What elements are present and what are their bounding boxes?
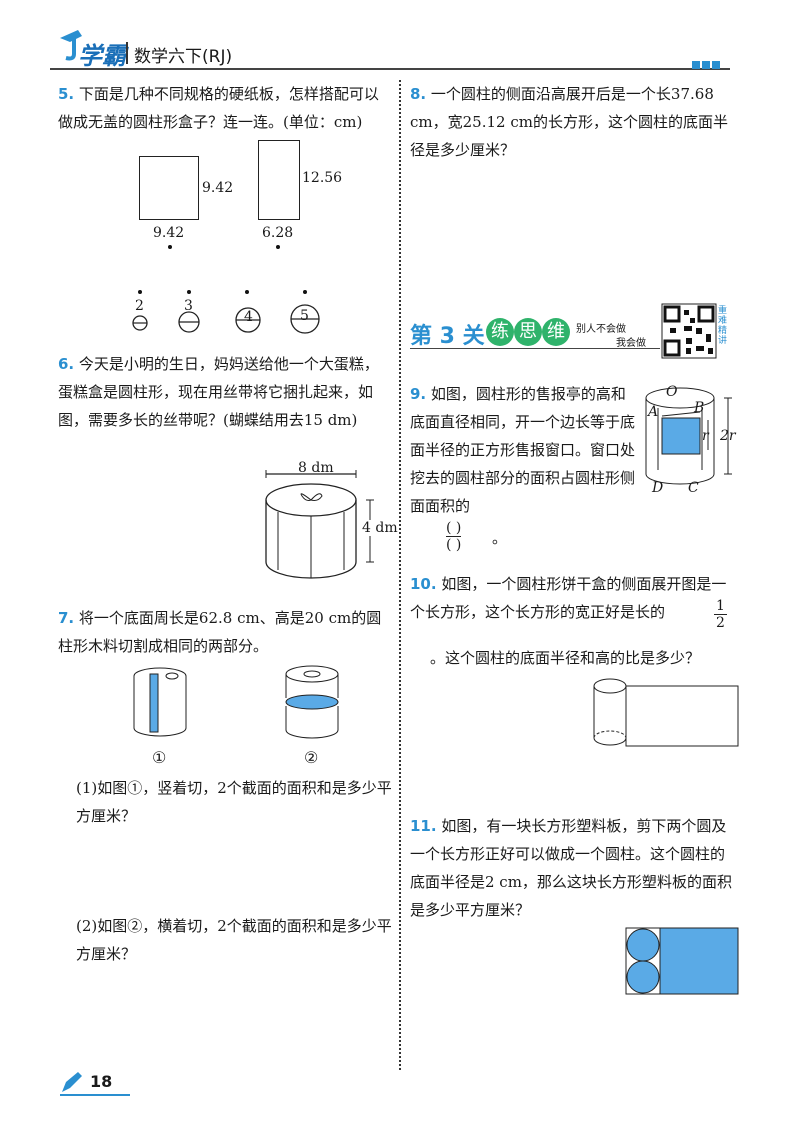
- news-kiosk-figure: [645, 387, 732, 485]
- question-11: 11. 如图，有一块长方形塑料板，剪下两个圆及一个长方形正好可以做成一个圆柱。这…: [410, 812, 732, 924]
- q7-sub1: (1)如图①，竖着切，2个截面的面积和是多少平方厘米？: [76, 779, 392, 825]
- kiosk-label-h: 2r: [720, 428, 736, 444]
- q9-frac-bottom: ( ): [446, 537, 462, 553]
- header-squares: [692, 54, 720, 73]
- question-text: 如图，一个圆柱形饼干盒的侧面展开图是一个长方形，这个长方形的宽正好是长的: [410, 575, 727, 621]
- header-divider: [126, 42, 128, 64]
- circle-label-5: 5: [300, 308, 309, 324]
- q10-fraction: 1 2: [714, 598, 727, 631]
- column-divider: [399, 80, 401, 1070]
- question-9: 9. 如图，圆柱形的售报亭的高和底面直径相同，开一个边长等于底面半径的正方形售报…: [410, 380, 636, 520]
- q10-text2: 。这个圆柱的底面半径和高的比是多少？: [430, 649, 701, 667]
- biscuit-box-figure: [593, 678, 739, 747]
- section-badge-3: 维: [542, 318, 570, 346]
- cake-height-label: 4 dm: [362, 520, 398, 536]
- cake-box-figure: [265, 470, 374, 579]
- q9-end: 。: [492, 529, 508, 547]
- section-note-2: 我会做: [616, 338, 646, 349]
- q10-frac-den: 2: [716, 615, 725, 631]
- brand-name: 学霸: [78, 42, 126, 70]
- kiosk-label-d: D: [652, 480, 664, 496]
- q5-dots: [132, 245, 320, 334]
- section-badge-2: 思: [514, 318, 542, 346]
- section-title: 第 3 关: [410, 324, 485, 349]
- plastic-board-figure: [625, 927, 739, 995]
- kiosk-label-r: r: [702, 428, 709, 444]
- section-rule: [410, 348, 660, 349]
- header-subtitle: 数学六下(RJ): [134, 47, 233, 67]
- figure-2-label: ②: [304, 748, 319, 767]
- question-text: 一个圆柱的侧面沿高展开后是一个长37.68 cm，宽25.12 cm的长方形，这…: [410, 85, 728, 159]
- question-text: 将一个底面周长是62.8 cm、高是20 cm的圆柱形木料切割成相同的两部分。: [58, 609, 382, 655]
- circle-label-4: 4: [244, 309, 253, 325]
- section-note-1: 别人不会做: [576, 324, 626, 335]
- log-horizontal-cut-figure: [285, 665, 339, 739]
- question-7: 7. 将一个底面周长是62.8 cm、高是20 cm的圆柱形木料切割成相同的两部…: [58, 604, 392, 660]
- question-text: 如图，有一块长方形塑料板，剪下两个圆及一个长方形正好可以做成一个圆柱。这个圆柱的…: [410, 817, 732, 919]
- question-number: 10.: [410, 575, 437, 593]
- square-bottom-label: 9.42: [153, 225, 185, 241]
- question-number: 5.: [58, 85, 75, 103]
- q10-frac-num: 1: [714, 598, 727, 615]
- figure-1-label: ①: [152, 748, 167, 767]
- qr-code-icon: [661, 303, 717, 359]
- question-text: 下面是几种不同规格的硬纸板，怎样搭配可以做成无盖的圆柱形盒子？连一连。(单位：c…: [58, 85, 379, 131]
- question-number: 8.: [410, 85, 427, 103]
- header-rule: [50, 68, 730, 70]
- q7-sub2: (2)如图②，横着切，2个截面的面积和是多少平方厘米？: [76, 917, 392, 963]
- question-number: 11.: [410, 817, 437, 835]
- circle-label-2: 2: [135, 298, 144, 314]
- question-10: 10. 如图，一个圆柱形饼干盒的侧面展开图是一个长方形，这个长方形的宽正好是长的: [410, 570, 730, 626]
- rect-board: [258, 140, 300, 220]
- qr-label: 重难精讲: [718, 306, 728, 346]
- q9-answer-blank: ( ) ( ): [446, 520, 462, 553]
- square-board: [139, 156, 199, 220]
- cake-diameter-label: 8 dm: [298, 460, 334, 476]
- kiosk-label-o: O: [666, 384, 678, 400]
- kiosk-label-b: B: [694, 400, 705, 416]
- question-8: 8. 一个圆柱的侧面沿高展开后是一个长37.68 cm，宽25.12 cm的长方…: [410, 80, 734, 164]
- square-side-label: 9.42: [202, 180, 234, 196]
- question-number: 6.: [58, 355, 75, 373]
- question-text: 如图，圆柱形的售报亭的高和底面直径相同，开一个边长等于底面半径的正方形售报窗口。…: [410, 385, 636, 515]
- rect-bottom-label: 6.28: [262, 225, 294, 241]
- question-number: 9.: [410, 385, 427, 403]
- kiosk-label-a: A: [648, 404, 659, 420]
- brand-logo-icon: [60, 30, 82, 61]
- pencil-icon: [62, 1072, 82, 1092]
- circle-label-3: 3: [184, 298, 193, 314]
- kiosk-label-c: C: [688, 480, 699, 496]
- rect-height-label: 12.56: [302, 170, 343, 186]
- log-vertical-cut-figure: [133, 667, 187, 737]
- section-badge-1: 练: [486, 318, 514, 346]
- question-number: 7.: [58, 609, 75, 627]
- question-text: 今天是小明的生日，妈妈送给他一个大蛋糕，蛋糕盒是圆柱形，现在用丝带将它捆扎起来，…: [58, 355, 379, 429]
- q9-frac-top: ( ): [446, 520, 462, 537]
- page-number: 18: [90, 1072, 113, 1091]
- footer-rule: [60, 1094, 130, 1096]
- question-6: 6. 今天是小明的生日，妈妈送给他一个大蛋糕，蛋糕盒是圆柱形，现在用丝带将它捆扎…: [58, 350, 392, 434]
- question-5: 5. 下面是几种不同规格的硬纸板，怎样搭配可以做成无盖的圆柱形盒子？连一连。(单…: [58, 80, 392, 136]
